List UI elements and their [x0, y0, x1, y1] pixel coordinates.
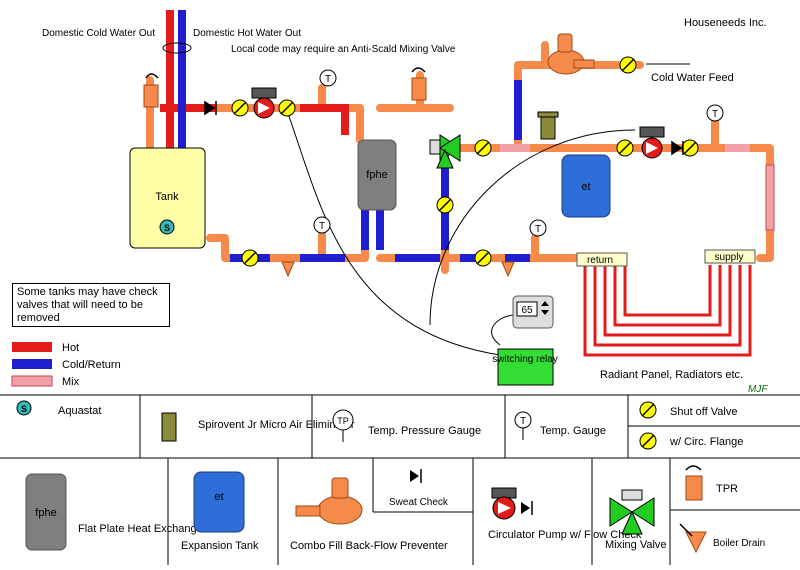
- switching-relay: switching relay: [492, 348, 558, 386]
- svg-text:Mix: Mix: [62, 376, 80, 388]
- company-name: Houseneeds Inc.: [684, 17, 767, 29]
- control-wiring: [284, 104, 636, 356]
- tank-label: Tank: [155, 191, 179, 203]
- svg-text:return: return: [587, 255, 613, 266]
- domestic-risers: [162, 10, 192, 150]
- key-mixing-valve: Mixing Valve: [605, 489, 667, 551]
- temp-gauges: T T T T: [313, 69, 724, 237]
- svg-text:Expansion Tank: Expansion Tank: [181, 540, 259, 552]
- svg-text:T: T: [520, 416, 526, 427]
- key-tp-gauge: TP Temp. Pressure Gauge: [332, 409, 481, 442]
- thermostat: 65: [512, 295, 554, 329]
- combo-fill-icon: [547, 33, 595, 75]
- svg-text:T: T: [319, 221, 325, 232]
- svg-text:Boiler Drain: Boiler Drain: [713, 538, 765, 549]
- tpr-icon: [411, 67, 427, 101]
- author-signature: MJF: [748, 384, 768, 395]
- key-spirovent: Spirovent Jr Micro Air Eliminator: [161, 412, 355, 442]
- svg-text:Hot: Hot: [62, 342, 79, 354]
- svg-text:TPR: TPR: [716, 483, 738, 495]
- radiant-loops: [583, 265, 752, 357]
- svg-text:et: et: [581, 181, 590, 193]
- svg-text:Aquastat: Aquastat: [58, 405, 101, 417]
- cold-out-label: Domestic Cold Water Out: [42, 28, 155, 39]
- svg-text:fphe: fphe: [366, 169, 387, 181]
- expansion-tank: et: [561, 154, 611, 218]
- tank: Tank S: [129, 147, 206, 249]
- svg-text:fphe: fphe: [35, 507, 56, 519]
- svg-text:Mixing Valve: Mixing Valve: [605, 539, 667, 551]
- svg-text:T: T: [712, 109, 718, 120]
- svg-text:Circulator Pump w/ Flow Check: Circulator Pump w/ Flow Check: [488, 529, 642, 541]
- svg-text:S: S: [164, 223, 170, 233]
- svg-text:supply: supply: [715, 252, 744, 263]
- hot-out-label: Domestic Hot Water Out: [193, 28, 301, 39]
- svg-text:et: et: [214, 491, 223, 503]
- svg-text:Sweat Check: Sweat Check: [389, 497, 449, 508]
- key-aquastat: S Aquastat: [16, 400, 101, 417]
- svg-text:T: T: [535, 224, 541, 235]
- key-combo-fill: Combo Fill Back-Flow Preventer: [290, 477, 448, 552]
- key-tpr: TPR: [685, 465, 738, 501]
- key-expansion: et Expansion Tank: [181, 471, 259, 552]
- svg-text:Temp. Gauge: Temp. Gauge: [540, 425, 606, 437]
- aquastat-icon: [159, 219, 175, 235]
- radiant-label: Radiant Panel, Radiators etc.: [600, 369, 743, 381]
- svg-text:S: S: [21, 404, 27, 414]
- valve-handles: [233, 58, 697, 265]
- key-fphe: fphe Flat Plate Heat Exchanger: [25, 473, 207, 551]
- legend: Hot Cold/Return Mix: [11, 342, 121, 388]
- key-circ-flange: w/ Circ. Flange: [639, 432, 743, 450]
- antiscald-label: Local code may require an Anti-Scald Mix…: [231, 44, 456, 55]
- return-manifold: return: [576, 252, 628, 267]
- mix-pipe-vertical: [765, 164, 775, 231]
- key-boiler-drain: Boiler Drain: [679, 523, 765, 554]
- svg-text:T: T: [325, 74, 331, 85]
- key-temp-gauge: T Temp. Gauge: [514, 411, 606, 440]
- supply-manifold: supply: [704, 249, 756, 264]
- key-grid: [0, 394, 800, 565]
- svg-text:switching relay: switching relay: [492, 354, 558, 365]
- svg-text:Combo Fill Back-Flow Preventer: Combo Fill Back-Flow Preventer: [290, 540, 448, 552]
- sweat-check-icons: [204, 100, 684, 156]
- key-circulator: Circulator Pump w/ Flow Check: [488, 487, 642, 541]
- circulator-pump-2: [639, 126, 665, 159]
- svg-text:Spirovent Jr Micro Air Elimina: Spirovent Jr Micro Air Eliminator: [198, 419, 355, 431]
- svg-text:65: 65: [521, 305, 533, 316]
- key-shutoff: Shut off Valve: [639, 401, 737, 419]
- svg-text:Cold/Return: Cold/Return: [62, 359, 121, 371]
- svg-text:TP: TP: [337, 416, 349, 426]
- svg-text:Shut off Valve: Shut off Valve: [670, 406, 737, 418]
- svg-text:w/ Circ. Flange: w/ Circ. Flange: [669, 436, 743, 448]
- mixing-valve-icon: [429, 134, 461, 169]
- shutoff-valves: [231, 56, 699, 267]
- flat-plate-label: Flat Plate Heat Exchanger: [78, 523, 207, 535]
- circulator-pump-1: [251, 87, 277, 119]
- check-valve-note: Some tanks may have check valves that wi…: [12, 283, 170, 327]
- key-sweat-check: Sweat Check: [389, 469, 449, 508]
- mix-pipe-segments: [500, 144, 774, 230]
- fphe: fphe: [357, 139, 397, 211]
- cold-feed-label: Cold Water Feed: [651, 72, 734, 84]
- boiler-drain-icons: [281, 261, 515, 278]
- svg-text:Temp. Pressure Gauge: Temp. Pressure Gauge: [368, 425, 481, 437]
- tank-tpr-icon: [143, 73, 159, 108]
- spirovent-icon: [537, 111, 559, 140]
